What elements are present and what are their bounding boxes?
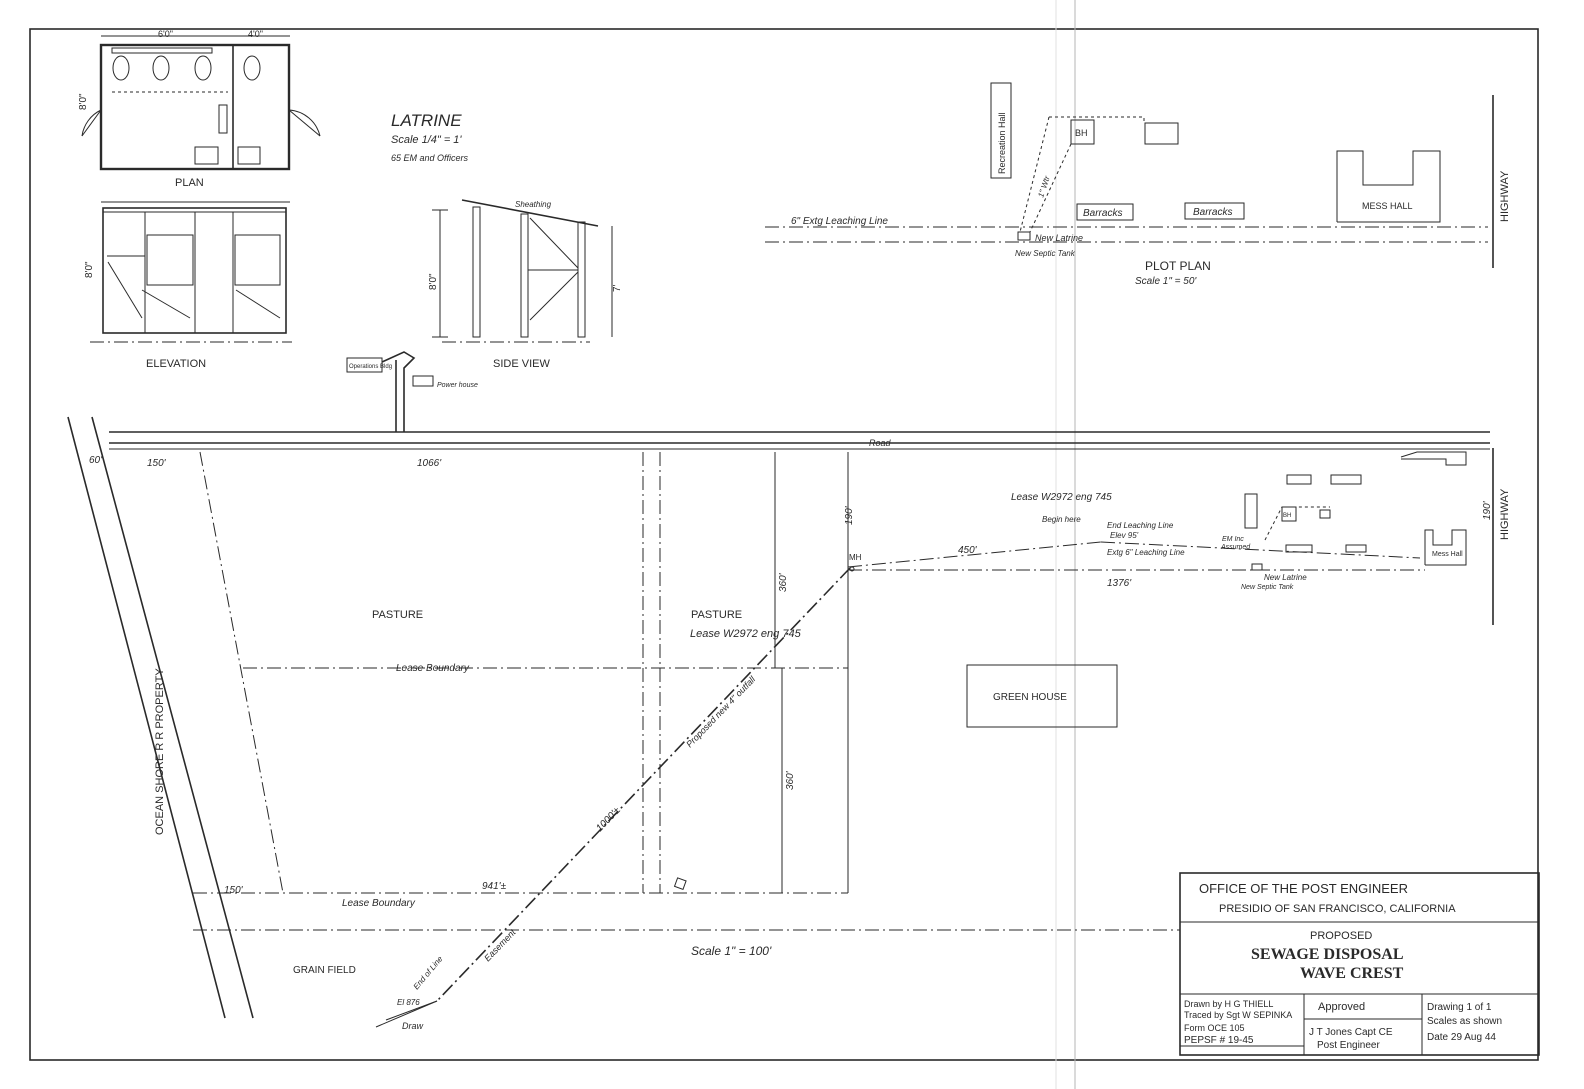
plot-barracks-1: Barracks [1083, 208, 1122, 219]
latrine-dim-plan-height: 8'0" [78, 93, 89, 110]
site-road: Road [869, 438, 892, 448]
site-dim-360-bottom: 360' [785, 770, 796, 790]
tb-office-2: PRESIDIO OF SAN FRANCISCO, CALIFORNIA [1219, 903, 1456, 915]
site-end-leaching-2: Elev 95' [1110, 531, 1139, 540]
site-dim-150-top: 150' [147, 458, 167, 469]
plot-plan-title: PLOT PLAN [1145, 259, 1211, 273]
site-em-inc-2: Assumed [1220, 544, 1251, 551]
site-lease-note-top: Lease W2972 eng 745 [1011, 492, 1112, 503]
plot-pipe-label: 1" Wtr [1036, 175, 1051, 199]
site-new-latrine: New Latrine [1264, 573, 1307, 582]
latrine-sheathing: Sheathing [515, 200, 552, 209]
tb-form: Form OCE 105 [1184, 1023, 1245, 1033]
latrine-dim-side-height: 8'0" [428, 273, 439, 290]
plot-mess-hall: MESS HALL [1362, 201, 1413, 211]
latrine-plan: 6'0" 4'0" 8'0" PLAN [78, 29, 321, 189]
site-outfall: Proposed new 4" outfall [684, 674, 758, 750]
tb-scales: Scales as shown [1427, 1016, 1502, 1027]
site-operations-bldg: Operations Bldg [349, 364, 392, 370]
site-lease-boundary-1: Lease Boundary [396, 663, 470, 674]
tb-approver-1: J T Jones Capt CE [1309, 1027, 1393, 1038]
latrine-title: LATRINE [391, 111, 462, 130]
site-dim-190-left: 190' [844, 505, 855, 525]
sheet-border [29, 28, 1539, 1061]
site-pasture-2: PASTURE [691, 609, 742, 621]
site-green-house: GREEN HOUSE [993, 692, 1067, 703]
plot-plan-scale: Scale 1" = 50' [1135, 276, 1197, 287]
site-scale: Scale 1" = 100' [691, 944, 772, 958]
tb-approver-2: Post Engineer [1317, 1040, 1380, 1051]
plot-leaching-line: 6" Extg Leaching Line [791, 216, 888, 227]
latrine-dim-elev-height: 8'0" [84, 261, 95, 278]
site-mess-hall-small: Mess Hall [1432, 551, 1463, 558]
latrine-elevation-label: ELEVATION [146, 358, 206, 370]
site-dim-1376: 1376' [1107, 578, 1132, 589]
site-lease-boundary-2: Lease Boundary [342, 898, 416, 909]
title-block: OFFICE OF THE POST ENGINEER PRESIDIO OF … [1179, 872, 1540, 1056]
site-pasture-1: PASTURE [372, 609, 423, 621]
site-mh: MH [849, 553, 862, 562]
latrine-dim-top-left: 6'0" [158, 29, 173, 39]
site-dim-150-bottom: 150' [224, 885, 244, 896]
tb-approved: Approved [1318, 1001, 1365, 1013]
tb-traced-by: Traced by Sgt W SEPINKA [1184, 1010, 1292, 1020]
tb-date: Date 29 Aug 44 [1427, 1032, 1496, 1043]
site-extg-leaching: Extg 6" Leaching Line [1107, 548, 1185, 557]
latrine-side-view: Sheathing 8'0" 7' SIDE VIEW [428, 199, 623, 370]
site-dim-60: 60' [89, 455, 103, 466]
plot-new-latrine: New Latrine [1035, 233, 1083, 243]
plot-plan: Recreation Hall BH 1" Wtr Barracks Barra… [765, 82, 1511, 287]
site-em-inc-1: EM Inc [1222, 536, 1244, 543]
tb-title-1: SEWAGE DISPOSAL [1251, 946, 1404, 963]
plot-new-septic-tank: New Septic Tank [1015, 249, 1076, 258]
site-power-house: Power house [437, 382, 478, 389]
latrine-dim-side-right: 7' [612, 284, 623, 292]
site-dim-1066: 1066' [417, 458, 442, 469]
site-dim-941: 941'± [482, 881, 507, 892]
latrine-plan-label: PLAN [175, 177, 204, 189]
tb-drawing-no: Drawing 1 of 1 [1427, 1002, 1492, 1013]
latrine-elevation: 8'0" ELEVATION [84, 201, 292, 370]
site-rr-property: OCEAN SHORE R R PROPERTY [154, 668, 166, 835]
site-end-of-line: End of Line [412, 954, 445, 991]
site-end-leaching-1: End Leaching Line [1107, 521, 1174, 530]
site-bh-small: BH [1283, 513, 1291, 519]
site-grain-field: GRAIN FIELD [293, 965, 356, 976]
site-el-876: El 876 [397, 998, 420, 1007]
site-dim-190-right: 190' [1482, 500, 1493, 520]
site-begin-here: Begin here [1042, 515, 1081, 524]
tb-proposed: PROPOSED [1310, 930, 1372, 942]
site-dim-1000: 1000'± [594, 805, 623, 834]
tb-pepsf: PEPSF # 19-45 [1184, 1035, 1254, 1046]
latrine-scale: Scale 1/4" = 1' [391, 134, 462, 146]
site-dim-450: 450' [958, 545, 978, 556]
latrine-dim-top-right: 4'0" [248, 29, 263, 39]
plot-highway: HIGHWAY [1499, 170, 1511, 222]
site-dim-360-top: 360' [778, 572, 789, 592]
plot-bh: BH [1075, 128, 1088, 138]
plot-recreation-hall: Recreation Hall [997, 112, 1007, 174]
tb-drawn-by: Drawn by H G THIELL [1184, 999, 1273, 1009]
site-new-septic-tank: New Septic Tank [1241, 584, 1294, 591]
site-draw: Draw [402, 1021, 424, 1031]
tb-office-1: OFFICE OF THE POST ENGINEER [1199, 881, 1408, 896]
tb-title-2: WAVE CREST [1300, 965, 1404, 982]
site-highway: HIGHWAY [1499, 488, 1511, 540]
site-lease-note: Lease W2972 eng 745 [690, 628, 802, 640]
latrine-capacity: 65 EM and Officers [391, 153, 469, 163]
latrine-side-view-label: SIDE VIEW [493, 358, 550, 370]
plot-barracks-2: Barracks [1193, 207, 1232, 218]
site-plan: Operations Bldg Power house Road OCEAN S… [67, 351, 1511, 1031]
site-easement: Easement [482, 927, 518, 963]
